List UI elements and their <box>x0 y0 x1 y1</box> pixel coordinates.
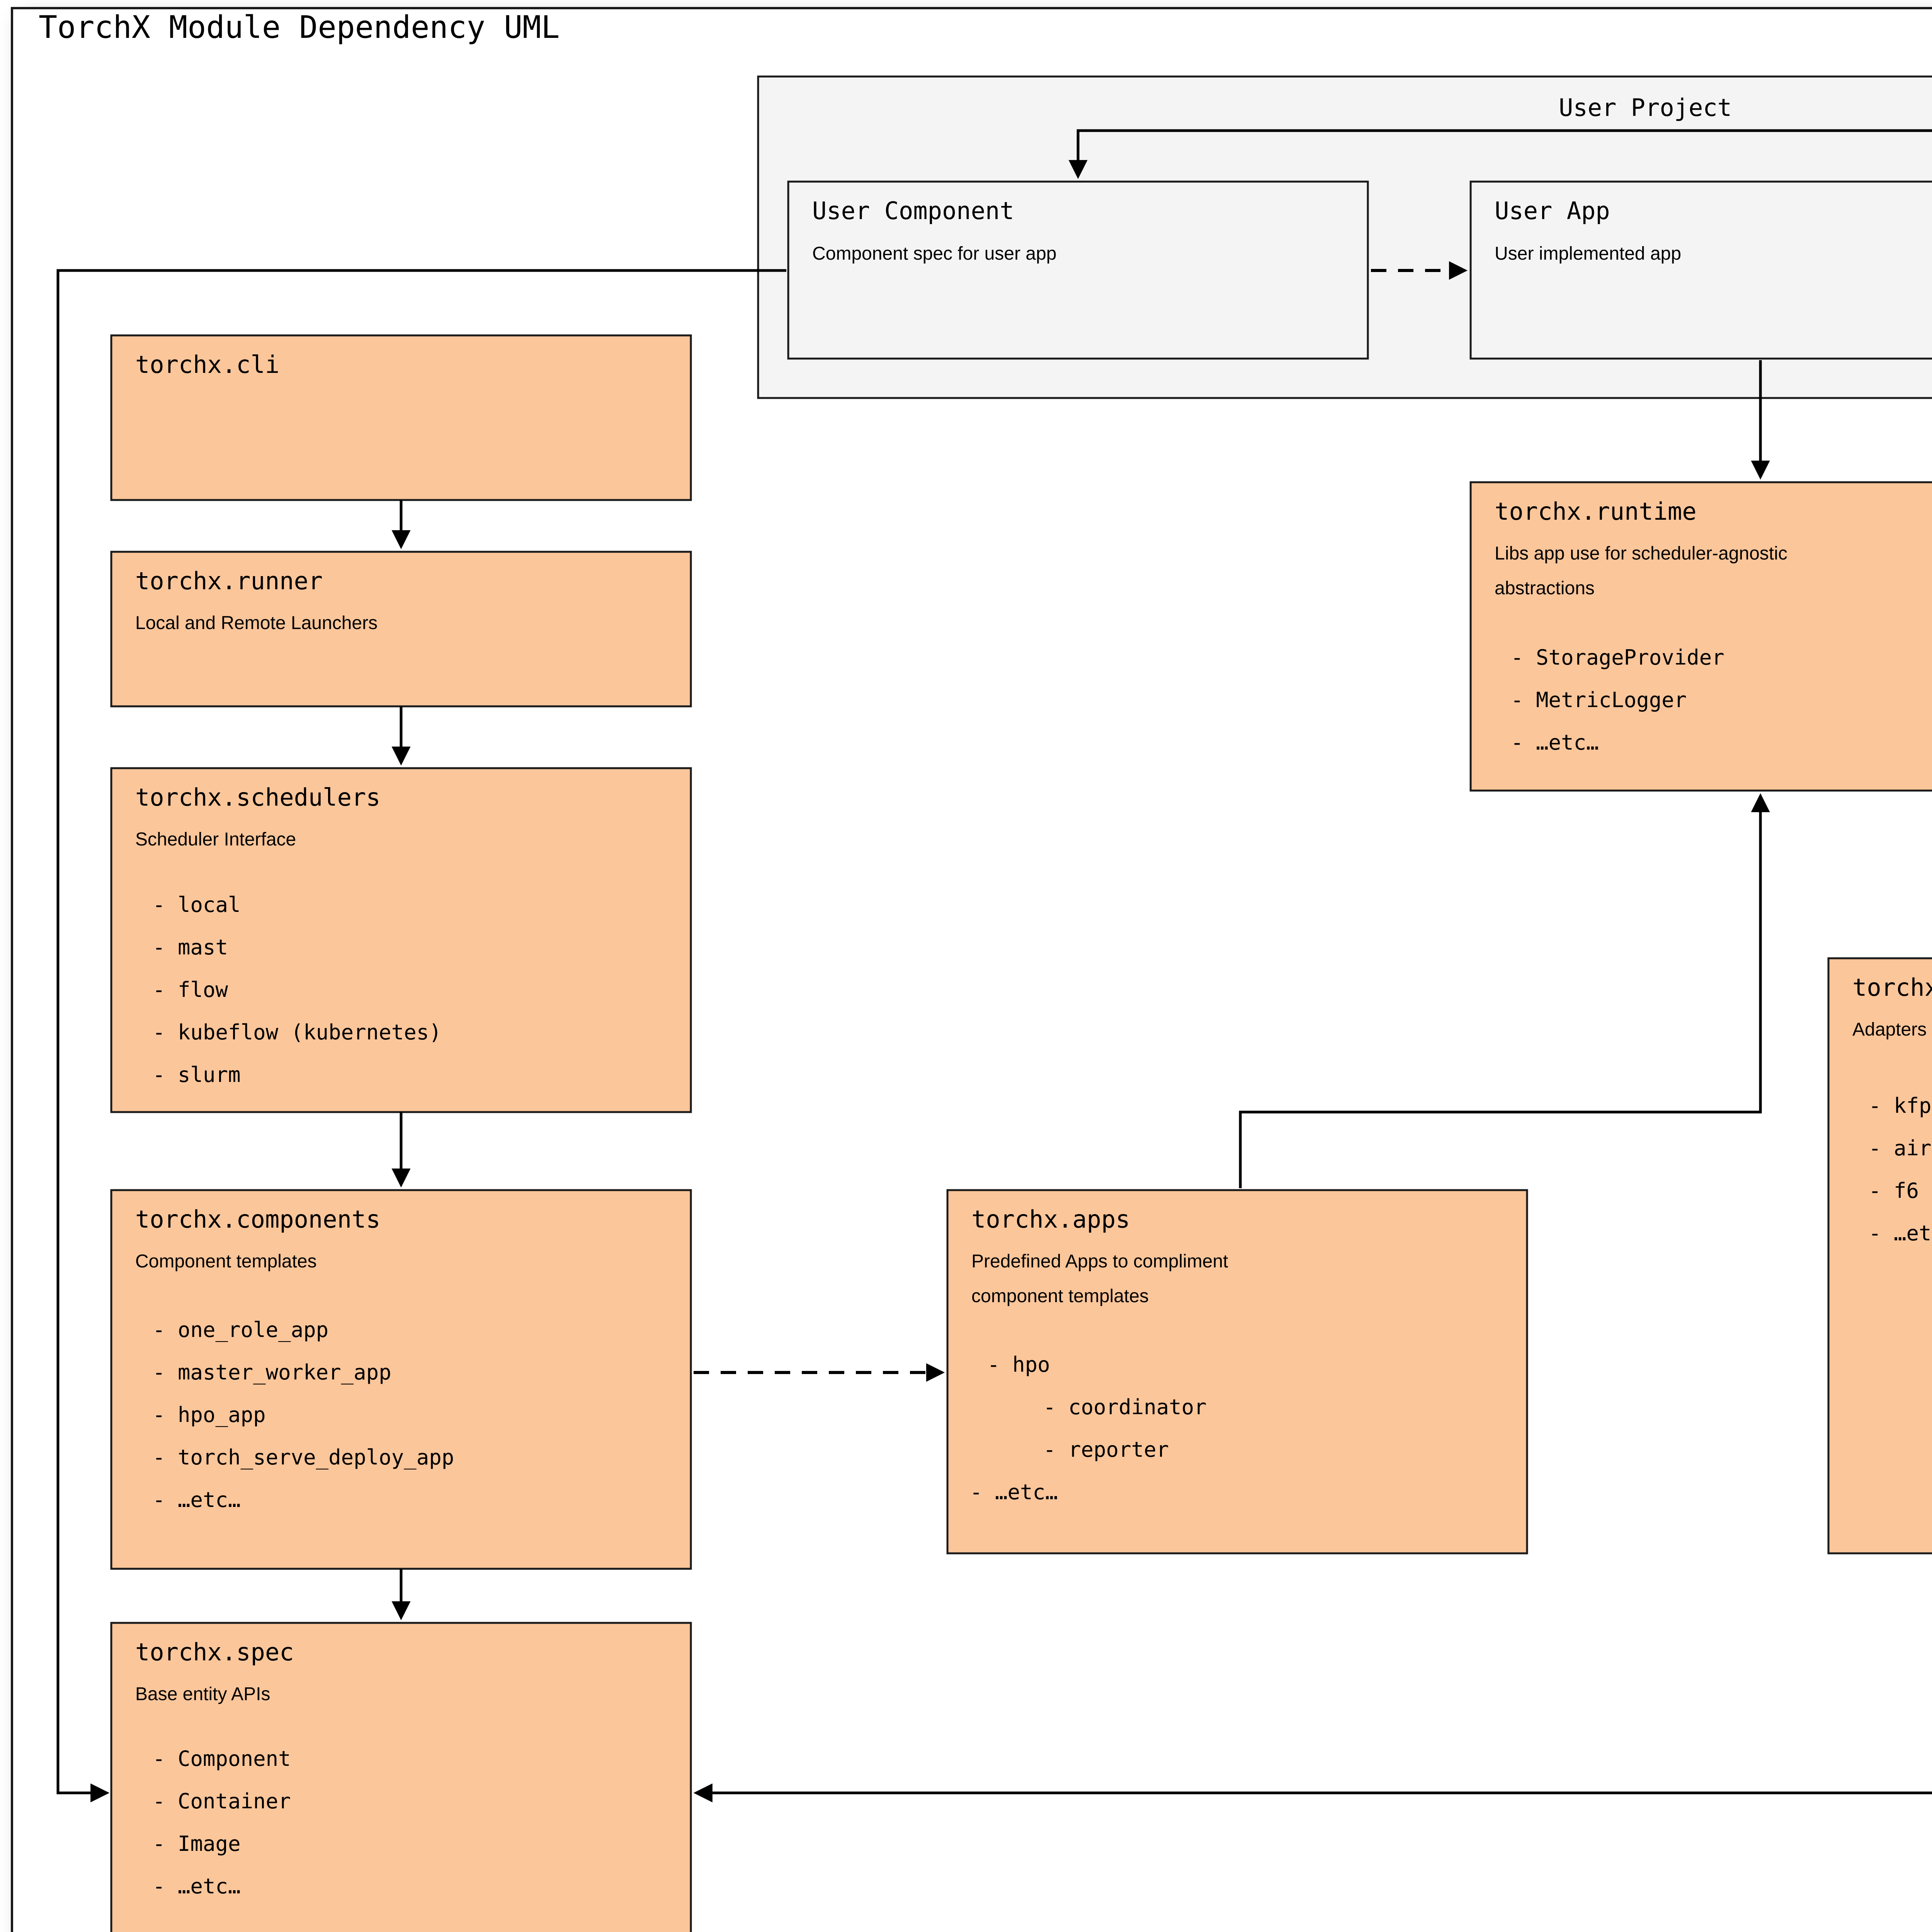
hit-box-torchx-runner[interactable] <box>111 552 691 706</box>
hit-box-torchx-spec[interactable] <box>111 1623 691 1932</box>
hit-box-torchx-cli[interactable] <box>111 335 691 500</box>
hit-box-torchx-components[interactable] <box>111 1190 691 1569</box>
hit-box-torchx-runtime[interactable] <box>1471 482 1932 791</box>
hit-box-user-app[interactable] <box>1471 182 1932 359</box>
hit-box-torchx-schedulers[interactable] <box>111 768 691 1112</box>
hit-box-torchx-pipelines[interactable] <box>1828 958 1932 1553</box>
hit-box-user-component[interactable] <box>788 182 1368 359</box>
hit-box-torchx-apps[interactable] <box>947 1190 1527 1553</box>
